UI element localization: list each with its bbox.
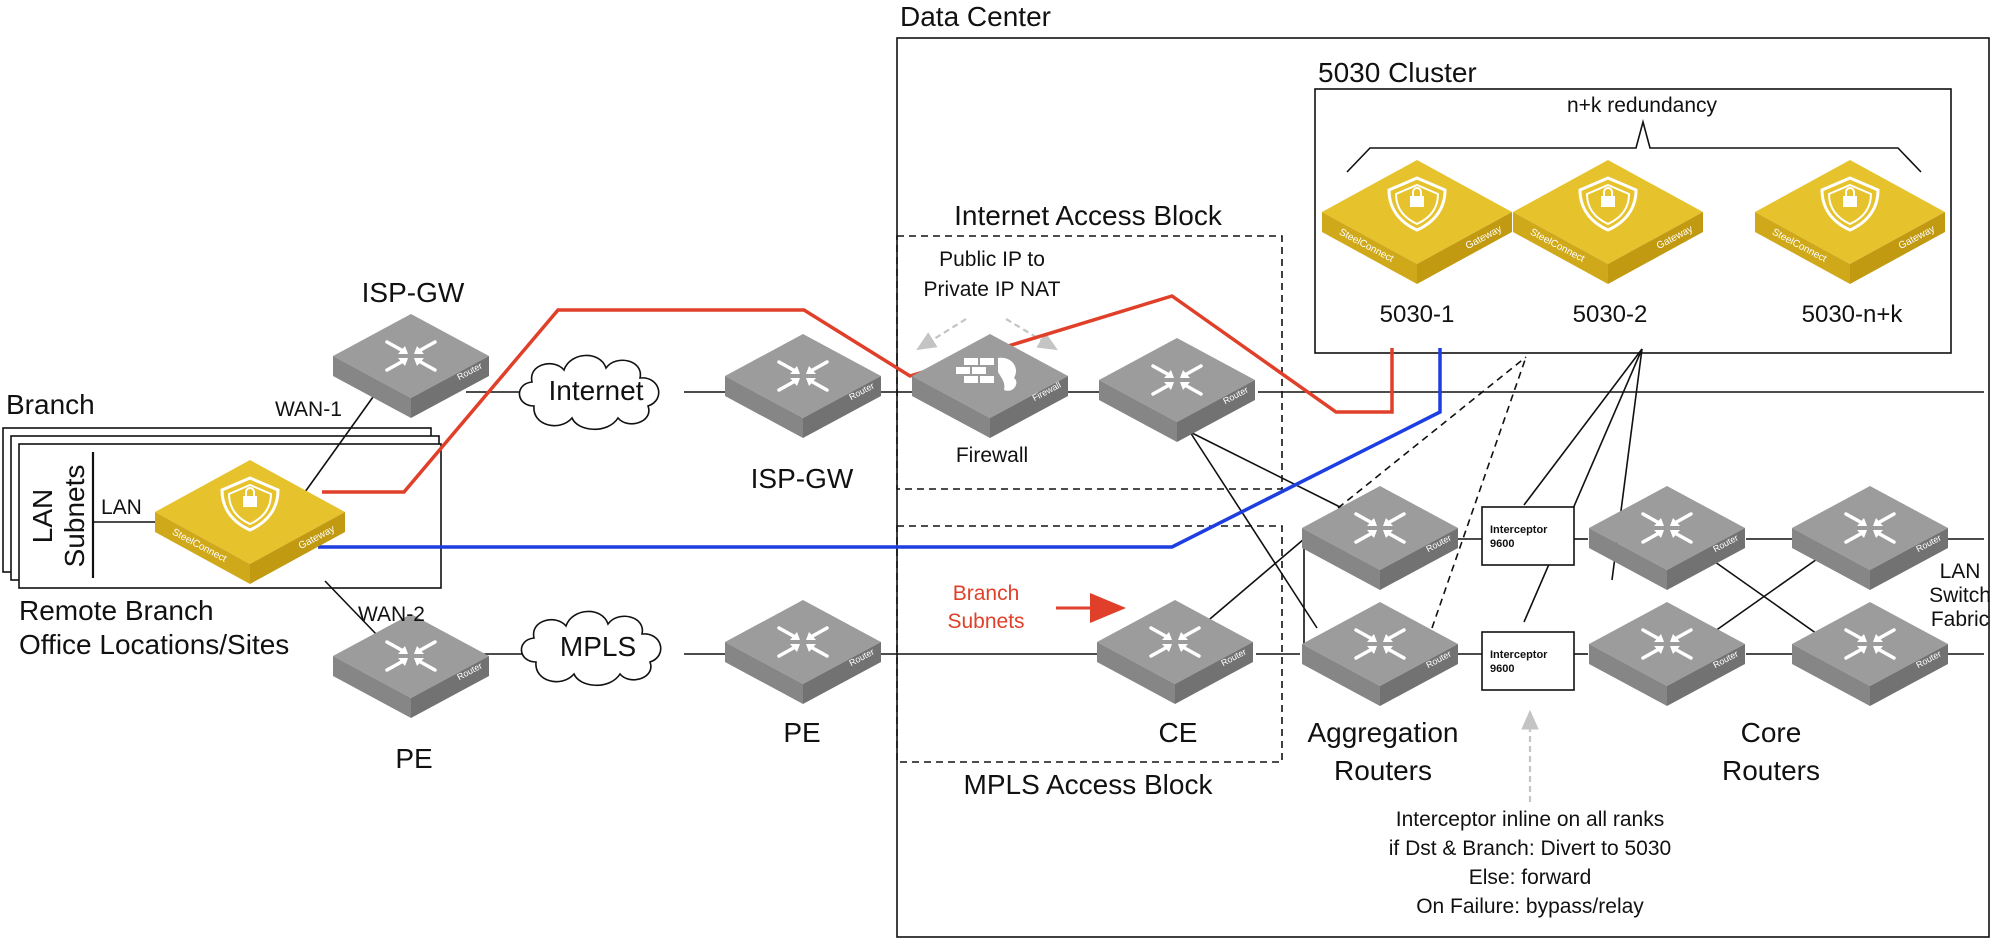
- pe-dc-router[interactable]: Router: [723, 598, 883, 706]
- internet-edge-router[interactable]: Router: [1097, 336, 1257, 444]
- interceptor-note-line-1: Interceptor inline on all ranks: [1396, 808, 1664, 831]
- lan-switch-label-3: Fabric: [1931, 608, 1989, 631]
- svg-text:Internet: Internet: [549, 375, 644, 406]
- branch-title: Branch: [6, 389, 95, 420]
- core-label-1: Core: [1741, 717, 1802, 748]
- lan-switch-label-2: Switch: [1929, 584, 1991, 607]
- interceptor-note-line-4: On Failure: bypass/relay: [1416, 895, 1644, 918]
- pe-branch-label: PE: [395, 743, 432, 774]
- lan-subnets-label-1: LAN: [27, 489, 58, 543]
- aggregation-router-bottom[interactable]: Router: [1300, 600, 1460, 708]
- gateway-5030-2-label: 5030-2: [1573, 301, 1648, 328]
- internet-cloud: Internet: [518, 354, 660, 431]
- core-label-2: Routers: [1722, 755, 1820, 786]
- internet-access-block: [896, 235, 1283, 490]
- aggregation-router-top[interactable]: Router: [1300, 484, 1460, 592]
- firewall-label: Firewall: [956, 444, 1028, 467]
- dashed-links: [1337, 356, 1527, 629]
- pe-branch-router[interactable]: Router: [331, 612, 491, 720]
- remote-branch-label-2: Office Locations/Sites: [19, 629, 289, 660]
- svg-text:9600: 9600: [1490, 663, 1514, 675]
- pe-dc-label: PE: [783, 717, 820, 748]
- wan2-label: WAN-2: [358, 603, 425, 626]
- links: [304, 348, 1984, 655]
- svg-text:Interceptor: Interceptor: [1490, 649, 1548, 661]
- redundancy-label: n+k redundancy: [1567, 94, 1718, 117]
- redundancy-brace: [1346, 118, 1922, 173]
- isp-gw-branch-router[interactable]: Router: [331, 312, 491, 420]
- nat-note-2: Private IP NAT: [924, 278, 1061, 301]
- lan-switch-label-1: LAN: [1940, 560, 1981, 583]
- wan1-label: WAN-1: [275, 398, 342, 421]
- aggregation-label-2: Routers: [1334, 755, 1432, 786]
- nat-note-1: Public IP to: [939, 248, 1045, 271]
- nat-arrow-left: [916, 318, 967, 351]
- isp-gw-branch-label: ISP-GW: [362, 277, 465, 308]
- interceptor-bottom[interactable]: Interceptor 9600: [1481, 631, 1575, 691]
- isp-gw-dc-router[interactable]: Router: [723, 332, 883, 440]
- branch-subnets-label-2: Subnets: [947, 610, 1024, 633]
- core-router-2[interactable]: Router: [1587, 600, 1747, 708]
- blue-branch-path: [318, 348, 1442, 549]
- gateway-5030-1-label: 5030-1: [1380, 301, 1455, 328]
- data-center-title: Data Center: [900, 1, 1051, 32]
- svg-text:Interceptor: Interceptor: [1490, 524, 1548, 536]
- svg-text:MPLS: MPLS: [560, 631, 636, 662]
- core-router-4[interactable]: Router: [1790, 600, 1950, 708]
- red-internet-path: [322, 294, 1394, 494]
- internet-block-title: Internet Access Block: [954, 200, 1223, 231]
- mpls-block-title: MPLS Access Block: [964, 769, 1214, 800]
- core-router-3[interactable]: Router: [1790, 484, 1950, 592]
- ce-label: CE: [1159, 717, 1198, 748]
- interceptor-note-line-3: Else: forward: [1469, 866, 1592, 889]
- lan-subnets-label-2: Subnets: [59, 465, 90, 568]
- branch-subnets-label-1: Branch: [953, 582, 1020, 605]
- core-router-1[interactable]: Router: [1587, 484, 1747, 592]
- mpls-access-block: [896, 525, 1283, 763]
- interceptor-top[interactable]: Interceptor 9600: [1481, 506, 1575, 566]
- lan-link-label: LAN: [101, 496, 142, 519]
- ce-router[interactable]: Router: [1095, 598, 1255, 706]
- aggregation-label-1: Aggregation: [1307, 717, 1458, 748]
- remote-branch-label-1: Remote Branch: [19, 595, 214, 626]
- gateway-5030-n-k-label: 5030-n+k: [1802, 301, 1904, 328]
- interceptor-note-line-2: if Dst & Branch: Divert to 5030: [1389, 837, 1671, 860]
- cluster-title: 5030 Cluster: [1318, 57, 1477, 88]
- svg-text:9600: 9600: [1490, 538, 1514, 550]
- firewall-device[interactable]: Firewall: [912, 334, 1068, 438]
- mpls-cloud: MPLS: [520, 610, 662, 687]
- isp-gw-dc-label: ISP-GW: [751, 463, 854, 494]
